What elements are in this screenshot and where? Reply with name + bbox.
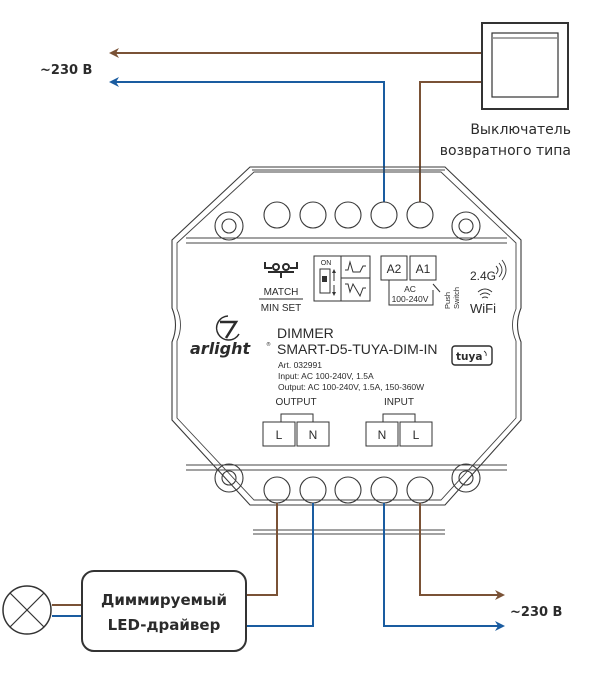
- top-terminal-2[interactable]: [299, 201, 327, 229]
- bottom-terminal-1[interactable]: [263, 476, 291, 504]
- match-label: MATCH: [264, 287, 299, 298]
- input-neutral-wire: [383, 503, 505, 631]
- min-set-label: MIN SET: [261, 303, 302, 314]
- top-terminal-3[interactable]: [334, 201, 362, 229]
- led-driver-box[interactable]: Диммируемый LED-драйвер: [81, 570, 247, 652]
- dimmer-device-body: [171, 166, 522, 535]
- signal-icon: [495, 259, 507, 281]
- lamp-icon: [2, 585, 52, 635]
- bottom-wires: [52, 503, 505, 631]
- wifi-icon: [477, 288, 493, 299]
- tuya-signal-icon: [483, 350, 487, 357]
- switch-label-line2: возвратного типа: [440, 143, 571, 159]
- driver-label-line1: Диммируемый: [101, 591, 227, 609]
- tuya-label: tuya: [456, 351, 482, 363]
- brand-name: arlight: [190, 339, 252, 358]
- output-neutral-wire: [240, 503, 314, 627]
- output-terminal-group: OUTPUT L N: [262, 397, 330, 447]
- input-spec: Input: AC 100-240V, 1.5A: [278, 371, 374, 381]
- wifi-label: WiFi: [470, 301, 496, 316]
- mounting-hole-top-right: [451, 211, 481, 241]
- trailing-edge-waveform-icon: [345, 282, 366, 298]
- bottom-terminals: [263, 476, 434, 504]
- terminal-a1-box[interactable]: [409, 255, 437, 281]
- switch-label: Switch: [452, 287, 461, 309]
- article-number: Art. 032991: [278, 360, 322, 370]
- supply-label-bottom: ~230 В: [510, 605, 562, 620]
- top-terminal-5[interactable]: [406, 201, 434, 229]
- driver-label-line2: LED-драйвер: [108, 616, 221, 634]
- output-terminal-l-label: L: [276, 428, 283, 442]
- output-terminal-l[interactable]: [262, 421, 296, 447]
- push-switch-icon[interactable]: [481, 22, 569, 110]
- neutral-wire-supply: [109, 77, 385, 202]
- input-terminal-l-label: L: [413, 428, 420, 442]
- input-phase-wire: [419, 503, 505, 600]
- switch-label-line1: Выключатель: [470, 122, 571, 138]
- top-terminals: [263, 201, 434, 229]
- leading-edge-waveform-icon: [345, 260, 366, 273]
- top-wires: [109, 48, 482, 202]
- arrow-down-icon: [332, 285, 336, 296]
- push-label: Push: [443, 292, 452, 309]
- device-model: SMART-D5-TUYA-DIM-IN: [277, 341, 437, 357]
- device-type: DIMMER: [277, 325, 334, 341]
- radio-band-label: 2.4G: [470, 269, 496, 283]
- registered-mark: ®: [266, 341, 271, 348]
- input-terminal-l[interactable]: [399, 421, 433, 447]
- bottom-terminal-2[interactable]: [299, 476, 327, 504]
- input-terminal-group: INPUT N L: [365, 397, 433, 447]
- ac-label: AC: [404, 284, 416, 294]
- dip-on-label: ON: [321, 260, 332, 267]
- bottom-terminal-5[interactable]: [406, 476, 434, 504]
- mounting-hole-bottom-left: [214, 463, 244, 493]
- dip-switch-toggle[interactable]: [319, 268, 331, 294]
- output-group-label: OUTPUT: [275, 397, 316, 408]
- mounting-hole-bottom-right: [451, 463, 481, 493]
- output-terminal-n[interactable]: [296, 421, 330, 447]
- bottom-terminal-4[interactable]: [370, 476, 398, 504]
- top-terminal-1[interactable]: [263, 201, 291, 229]
- terminal-a1-label: A1: [416, 262, 431, 276]
- push-switch-terminals: A2 A1 AC 100-240V Push Switch: [380, 255, 461, 309]
- arrow-up-icon: [332, 269, 336, 281]
- input-terminal-n-label: N: [378, 428, 387, 442]
- output-terminal-n-label: N: [309, 428, 318, 442]
- match-button-icon[interactable]: [264, 262, 298, 278]
- output-phase-wire: [240, 503, 278, 596]
- supply-label-top: ~230 В: [40, 63, 92, 78]
- terminal-a2-box[interactable]: [380, 255, 408, 281]
- terminal-a2-label: A2: [387, 262, 402, 276]
- mounting-hole-top-left: [214, 211, 244, 241]
- tuya-badge: tuya: [451, 345, 493, 366]
- ac-range-label: 100-240V: [392, 294, 429, 304]
- output-spec: Output: AC 100-240V, 1.5A, 150-360W: [278, 382, 424, 392]
- arlight-logo-icon: [215, 315, 240, 341]
- input-terminal-n[interactable]: [365, 421, 399, 447]
- bottom-terminal-3[interactable]: [334, 476, 362, 504]
- top-terminal-4[interactable]: [370, 201, 398, 229]
- input-group-label: INPUT: [384, 397, 414, 408]
- dip-switch-block: ON: [313, 255, 371, 302]
- phase-wire-switch-to-device: [419, 81, 482, 202]
